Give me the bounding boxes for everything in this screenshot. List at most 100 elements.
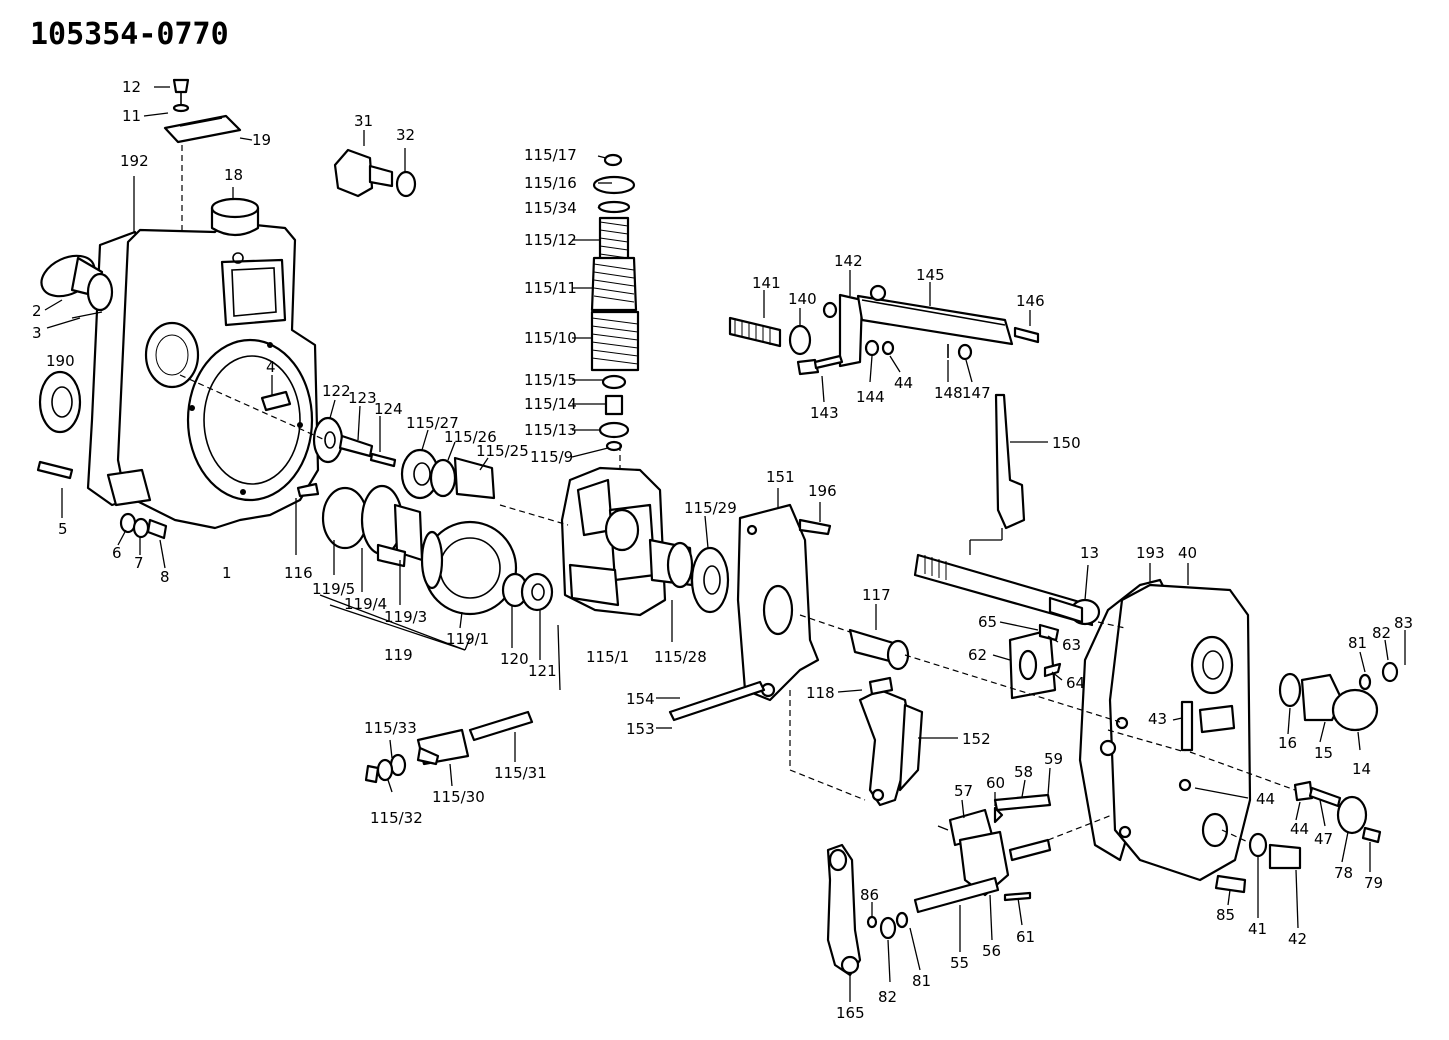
label-115-1: 115/1 (586, 648, 629, 666)
label-115-13: 115/13 (524, 421, 577, 439)
label-81-bottom: 81 (912, 972, 931, 990)
label-154: 154 (626, 690, 655, 708)
plate-62-65 (1008, 623, 1062, 700)
lever-assembly-141-148 (728, 284, 1040, 376)
label-47: 47 (1314, 830, 1333, 848)
label-115-16: 115/16 (524, 174, 577, 192)
label-64: 64 (1066, 674, 1085, 692)
parts-115-30-to-33 (364, 710, 534, 784)
label-82-right: 82 (1372, 624, 1391, 642)
fitting-31-32 (333, 148, 417, 198)
label-115-12: 115/12 (524, 231, 577, 249)
label-116: 116 (284, 564, 313, 582)
label-63: 63 (1062, 636, 1081, 654)
label-8: 8 (160, 568, 170, 586)
drive-components (296, 416, 554, 651)
label-115-26: 115/26 (444, 428, 497, 446)
label-4: 4 (266, 358, 276, 376)
label-57: 57 (954, 782, 973, 800)
label-144: 144 (856, 388, 885, 406)
label-115-32: 115/32 (370, 809, 423, 827)
label-3: 3 (32, 324, 42, 342)
assembly-lines (179, 374, 1296, 844)
label-193: 193 (1136, 544, 1165, 562)
label-82-bottom: 82 (878, 988, 897, 1006)
label-115-29: 115/29 (684, 499, 737, 517)
label-145: 145 (916, 266, 945, 284)
label-119-4: 119/4 (344, 595, 387, 613)
lever-165 (826, 843, 909, 977)
label-2: 2 (32, 302, 42, 320)
governor-housing (86, 220, 320, 530)
label-5: 5 (58, 520, 68, 538)
washers-6-7-8 (119, 512, 168, 540)
label-61: 61 (1016, 928, 1035, 946)
label-44-right: 44 (1290, 820, 1309, 838)
label-148: 148 (934, 384, 963, 402)
label-86: 86 (860, 886, 879, 904)
label-115-33: 115/33 (364, 719, 417, 737)
lever-150 (969, 393, 1026, 555)
label-42: 42 (1288, 930, 1307, 948)
label-115-27: 115/27 (406, 414, 459, 432)
label-115-10: 115/10 (524, 329, 577, 347)
plug-14-15-16 (1278, 661, 1399, 732)
spring-stack-115 (590, 153, 640, 452)
label-14: 14 (1352, 760, 1371, 778)
label-115-11: 115/11 (524, 279, 577, 297)
label-79: 79 (1364, 874, 1383, 892)
label-120: 120 (500, 650, 529, 668)
stud-5 (36, 460, 74, 480)
label-115-34: 115/34 (524, 199, 577, 217)
label-115-25: 115/25 (476, 442, 529, 460)
label-56: 56 (982, 942, 1001, 960)
label-19: 19 (252, 131, 271, 149)
label-115-17: 115/17 (524, 146, 577, 164)
label-115-31: 115/31 (494, 764, 547, 782)
label-121: 121 (528, 662, 557, 680)
plate-19-group (163, 78, 242, 232)
label-60: 60 (986, 774, 1005, 792)
label-119-1: 119/1 (446, 630, 489, 648)
label-55: 55 (950, 954, 969, 972)
seal-190 (38, 370, 82, 434)
label-151: 151 (766, 468, 795, 486)
parts-41-42-85 (1214, 832, 1302, 894)
label-196: 196 (808, 482, 837, 500)
plug-2-3 (40, 254, 114, 312)
label-85: 85 (1216, 906, 1235, 924)
label-141: 141 (752, 274, 781, 292)
label-152: 152 (962, 730, 991, 748)
label-11: 11 (122, 107, 141, 125)
label-115-30: 115/30 (432, 788, 485, 806)
parts-47-78-79 (1293, 780, 1382, 844)
label-12: 12 (122, 78, 141, 96)
leader-lines (44, 86, 1406, 1002)
label-118: 118 (806, 684, 835, 702)
label-43: 43 (1148, 710, 1167, 728)
label-190: 190 (46, 352, 75, 370)
label-122: 122 (322, 382, 351, 400)
label-16: 16 (1278, 734, 1297, 752)
label-59: 59 (1044, 750, 1063, 768)
label-41: 41 (1248, 920, 1267, 938)
shaft-13 (913, 553, 1101, 627)
label-123: 123 (348, 389, 377, 407)
parts-117-118-152 (668, 628, 924, 807)
label-40: 40 (1178, 544, 1197, 562)
label-78: 78 (1334, 864, 1353, 882)
label-140: 140 (788, 290, 817, 308)
label-146: 146 (1016, 292, 1045, 310)
label-143: 143 (810, 404, 839, 422)
label-142: 142 (834, 252, 863, 270)
label-124: 124 (374, 400, 403, 418)
part-labels: 12 11 19 192 18 31 32 2 3 190 4 5 6 7 8 … (32, 78, 1413, 1022)
label-13: 13 (1080, 544, 1099, 562)
governor-body-115-1 (557, 445, 730, 691)
label-44-upper: 44 (894, 374, 913, 392)
plate-151 (736, 503, 832, 702)
label-6: 6 (112, 544, 122, 562)
label-1: 1 (222, 564, 232, 582)
label-32: 32 (396, 126, 415, 144)
label-153: 153 (626, 720, 655, 738)
